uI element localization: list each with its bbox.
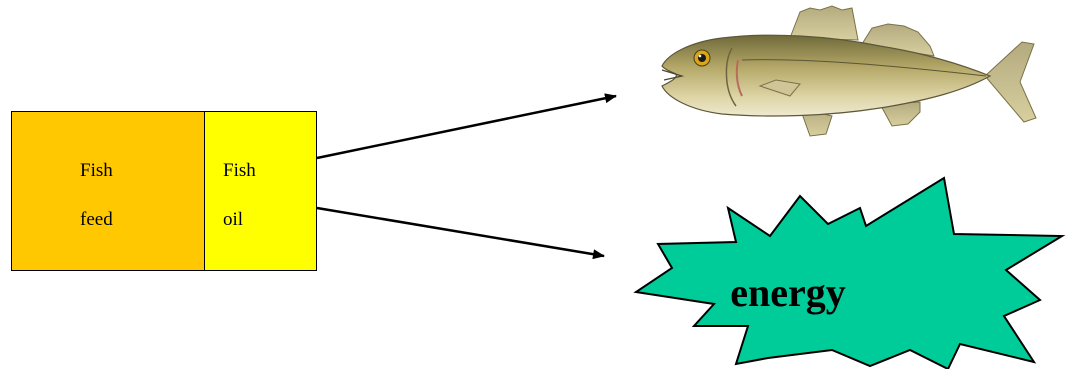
arrow-to-fish [317, 96, 616, 158]
arrow-to-energy [317, 208, 604, 256]
fish-icon [662, 6, 1036, 136]
energy-label: energy [688, 273, 888, 313]
